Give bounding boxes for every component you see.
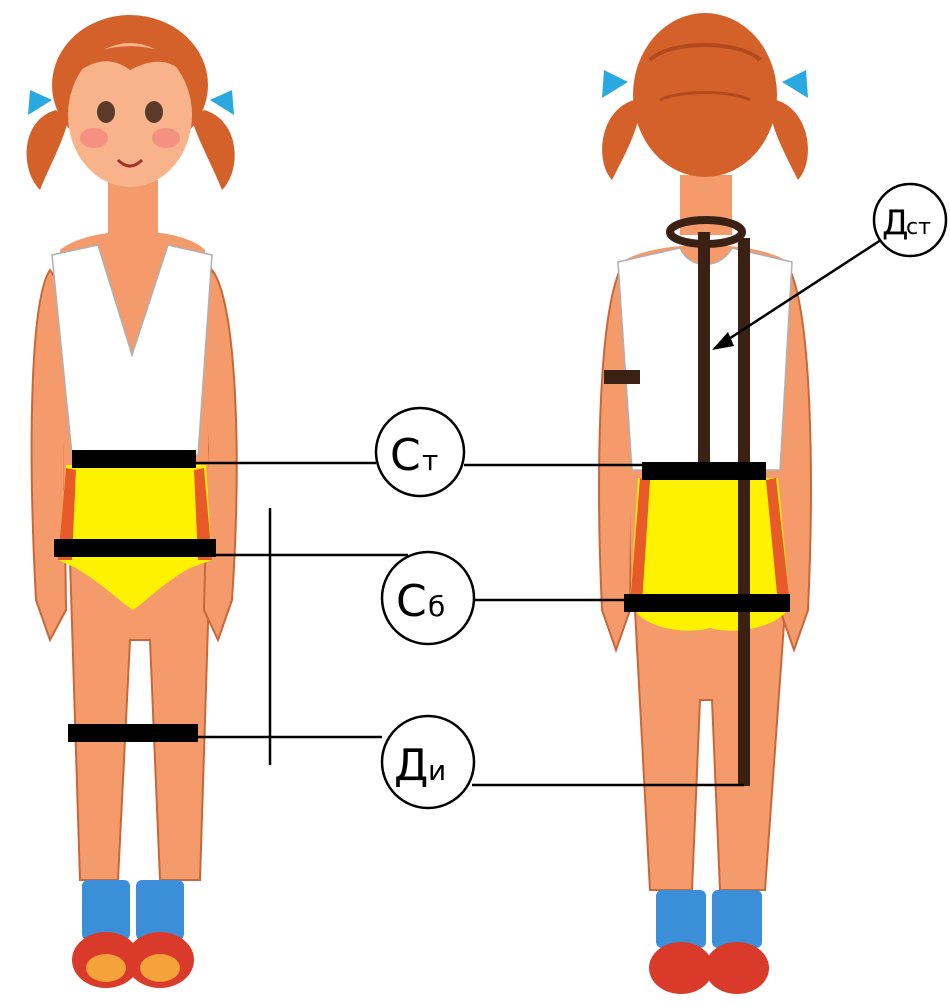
front-head — [27, 15, 235, 190]
label-length-product-main: Д — [394, 740, 428, 791]
front-waist-band — [72, 450, 196, 468]
front-shoes — [72, 880, 194, 988]
front-figure — [27, 15, 237, 988]
front-legs — [70, 560, 210, 880]
back-arm-band — [604, 370, 640, 384]
label-back-length-sub: ст — [906, 215, 931, 240]
front-hip-band — [54, 539, 216, 557]
label-back-length: Д ст — [874, 184, 946, 256]
front-neck — [108, 180, 158, 235]
label-hips: С б — [382, 552, 474, 644]
label-waist-main: С — [390, 430, 421, 481]
back-waist-band — [642, 462, 766, 480]
back-hip-band — [624, 594, 790, 612]
back-briefs — [630, 478, 790, 604]
back-neck — [680, 175, 732, 235]
label-length-product: Д и — [382, 716, 474, 808]
label-hips-main: С — [396, 576, 427, 627]
back-legs — [635, 610, 785, 890]
label-waist: С т — [376, 408, 464, 496]
label-hips-sub: б — [428, 590, 445, 623]
label-waist-sub: т — [422, 444, 438, 477]
back-head — [602, 13, 808, 180]
label-length-product-sub: и — [428, 754, 446, 787]
back-product-length-tape — [738, 238, 750, 786]
label-back-length-main: Д — [882, 203, 909, 243]
back-length-tape — [698, 232, 710, 472]
front-thigh-band — [68, 724, 198, 742]
back-shoes — [649, 890, 769, 994]
back-figure — [599, 13, 811, 994]
